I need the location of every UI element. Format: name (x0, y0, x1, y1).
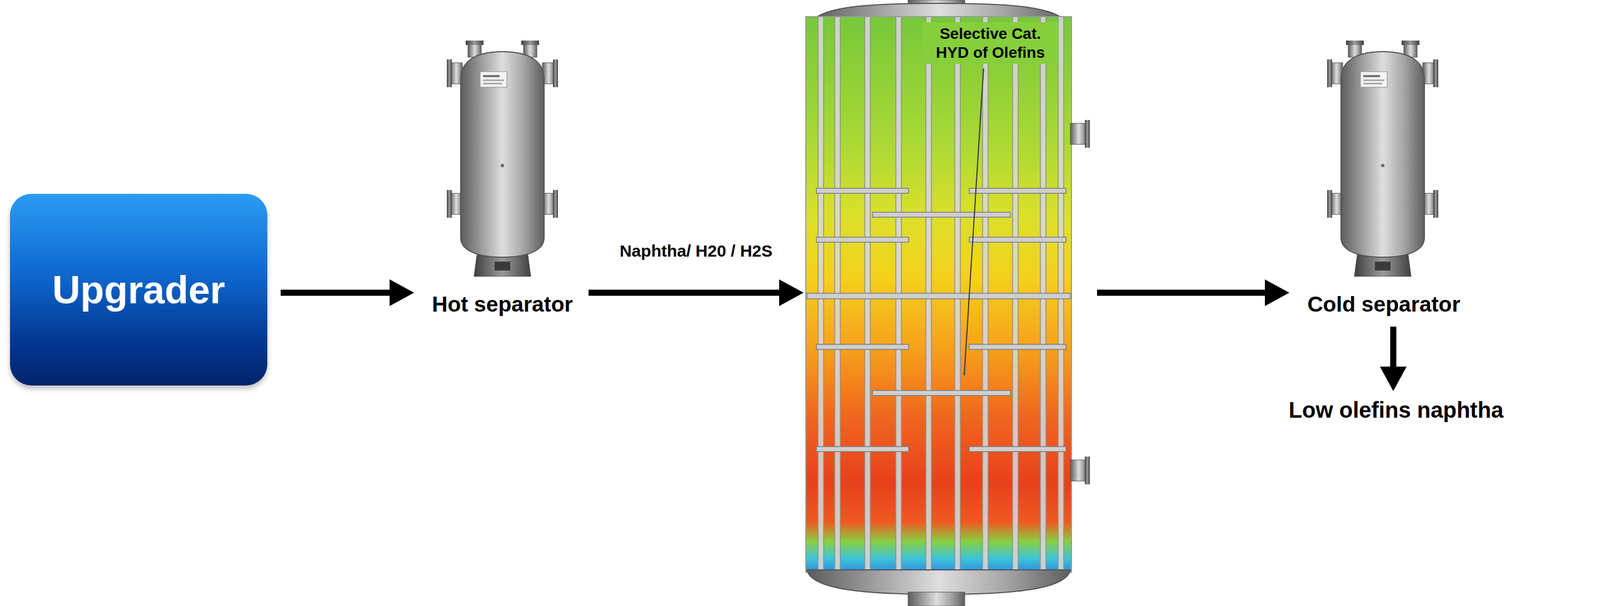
cold-separator-vessel (1327, 40, 1439, 277)
separator-vessel: Hot separator (425, 38, 580, 319)
arrow-head (779, 279, 804, 307)
arrow-head (1379, 366, 1407, 392)
node-label: Cold separator (1307, 292, 1460, 319)
product-node: Low olefins naphtha (1283, 397, 1510, 423)
node-label: Upgrader (52, 267, 226, 313)
reactor-vessel: Selective Cat. HYD of Olefins (805, 0, 1072, 606)
flow-arrow (1379, 326, 1407, 392)
arrow-head (1264, 279, 1290, 307)
callout-text: Selective Cat. HYD of Olefins (922, 22, 1059, 64)
arrow-head (389, 279, 415, 307)
edge-label: Naphtha/ H20 / H2S (617, 241, 775, 261)
node-label: Hot separator (431, 292, 573, 319)
hot-separator-vessel (446, 40, 558, 277)
upgrader-box: Upgrader (10, 193, 268, 386)
arrow-shaft (280, 290, 392, 297)
flow-arrow (588, 279, 804, 307)
arrow-shaft (1390, 326, 1397, 370)
node-label: Low olefins naphtha (1288, 397, 1504, 423)
flow-arrow (1097, 279, 1290, 307)
reactor-drawing (805, 0, 1090, 606)
leader-line (964, 68, 984, 376)
flow-arrow (280, 279, 415, 307)
arrow-shaft (1097, 290, 1268, 297)
separator-vessel: Cold separator (1300, 38, 1468, 319)
arrow-shaft (588, 290, 782, 297)
